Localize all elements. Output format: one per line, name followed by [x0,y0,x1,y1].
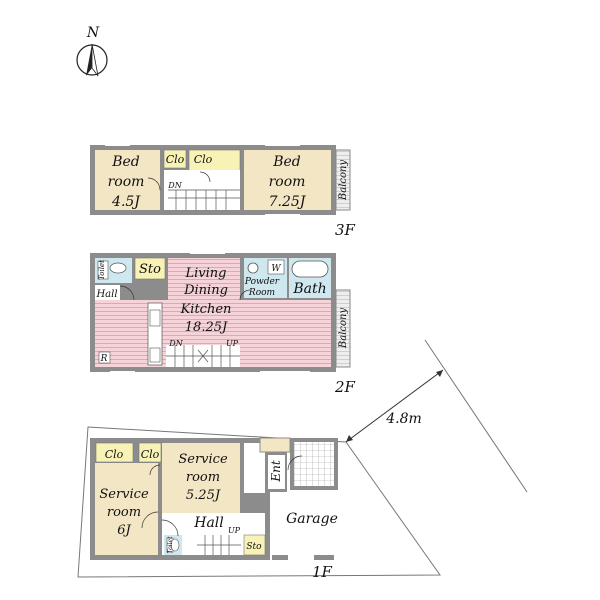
service2-line2: room [186,470,220,485]
service1-line2: room [107,505,141,520]
service2-line1: Service [178,452,228,467]
floor-3f-label: 3F [335,221,356,239]
ldk-size: 18.25J [185,320,228,335]
stair-dn-label: DN [167,181,182,190]
balcony-2f-label: Balcony [338,308,349,350]
service2-size: 5.25J [186,488,221,503]
closet2-label: Clo [194,153,213,166]
compass: N [76,25,108,77]
storage-2f-label: Sto [139,262,161,277]
floor-1f-label: 1F [312,563,333,581]
ldk-line2: Dining [183,283,228,298]
hall-2f-label: Hall [95,289,117,300]
service1-line1: Service [99,487,149,502]
stair-1f-up-label: UP [228,526,241,535]
entrance-label: Ent [269,460,283,482]
closet-1f-1-label: Clo [105,448,124,461]
floor-1f: 4.8m Clo Clo Service [77,339,528,581]
fridge-label: R [100,354,108,364]
closet1-label: Clo [166,153,185,166]
storage-1f-label: Sto [246,542,262,552]
road-width-marker [345,369,444,443]
bed2-label-line1: Bed [272,154,301,170]
service1-size: 6J [117,523,131,538]
powder-line1: Powder [244,277,280,287]
ldk-line1: Living [185,266,227,281]
stair-2f-up-label: UP [226,339,239,348]
garage-label: Garage [286,511,338,527]
bed1-size: 4.5J [111,194,141,210]
road-edge [424,339,528,493]
balcony-3f-label: Balcony [338,160,349,202]
north-label: N [86,25,100,41]
bed1-label-line1: Bed [111,154,140,170]
site-boundary [77,426,441,578]
hall-1f-label: Hall [193,515,224,531]
toilet-2f-label: Toilet [98,260,106,280]
road-width-label: 4.8m [385,411,422,427]
toilet-1f-label: Toilet [167,536,174,554]
floor-2f: Toilet Sto Hall Living Dining Kitchen 18… [90,252,356,396]
bath-label: Bath [292,281,326,297]
washer-label: W [271,264,281,274]
powder-line2: Room [248,288,275,298]
closet-1f-2-label: Clo [141,448,160,461]
bed2-size: 7.25J [269,194,307,210]
stair-2f-dn-label: DN [168,339,183,348]
bed1-label-line2: room [108,174,145,190]
floor-3f: Bed room 4.5J Clo Clo DN Bed room 7.25J … [90,144,356,239]
bed2-label-line2: room [269,174,306,190]
floor-2f-label: 2F [334,378,356,396]
ldk-line3: Kitchen [180,302,232,317]
